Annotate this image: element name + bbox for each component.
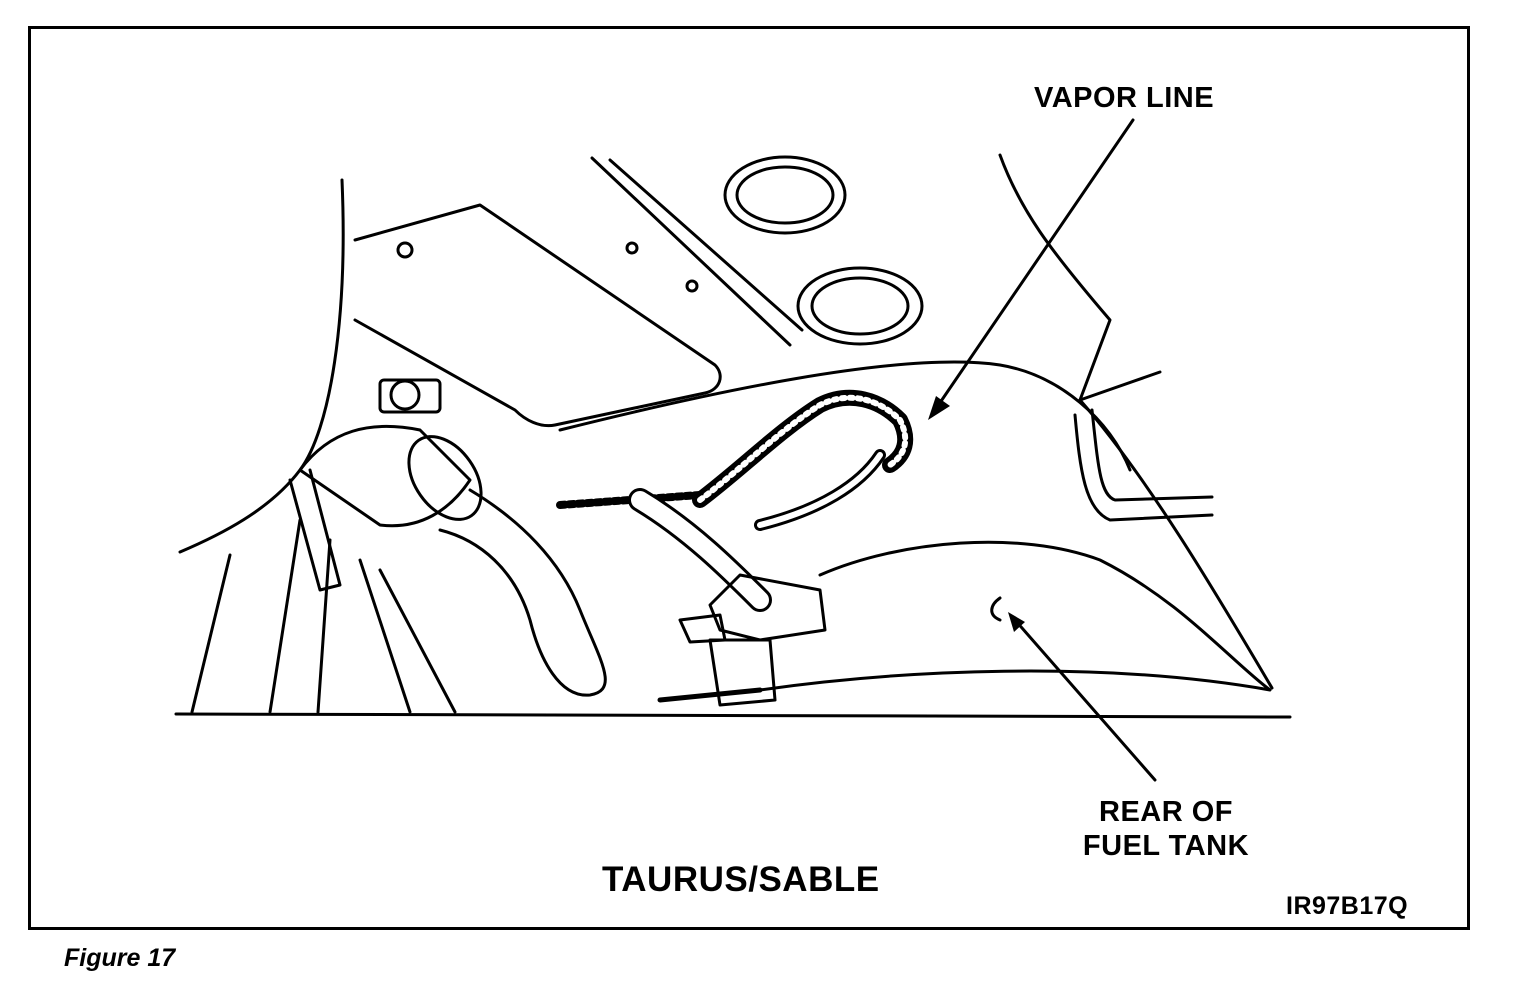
- grommet-outer-2: [796, 266, 924, 346]
- fuel-tank-bottom: [758, 540, 1272, 692]
- vapor-line-hose: [692, 389, 914, 508]
- tank-leader: [1013, 618, 1157, 782]
- floor-plate: [353, 203, 722, 428]
- filler-neck: [298, 424, 472, 528]
- body-panel-right: [998, 153, 1112, 402]
- body-panel-left: [178, 178, 345, 554]
- valve-fitting: [678, 613, 727, 644]
- panel-strut-5: [378, 568, 457, 714]
- bracket-line: [1078, 370, 1162, 402]
- rear-label-line-2: FUEL TANK: [1082, 830, 1250, 862]
- side-tube: [1073, 408, 1214, 522]
- vapor-line-ribs: [697, 394, 909, 503]
- vapor-line-leader: [933, 118, 1135, 412]
- lower-hose-inner: [631, 491, 769, 609]
- plate-hole-2: [625, 241, 639, 255]
- figure-caption: Figure 17: [64, 944, 176, 972]
- figure-code: IR97B17Q: [1286, 892, 1409, 920]
- rear-label-line-1: REAR OF: [1099, 796, 1233, 828]
- grommet-outer-1: [723, 155, 847, 235]
- vapor-line-tail: [754, 449, 886, 531]
- figure-frame: [28, 26, 1470, 930]
- plate-hole-3: [685, 279, 699, 293]
- vapor-line-tail-inner: [757, 452, 883, 528]
- panel-strut-4: [358, 558, 412, 714]
- panel-strut-2: [268, 518, 302, 714]
- rear-of-fuel-tank-label: REAR OF FUEL TANK: [1060, 795, 1272, 863]
- vapor-line-label: VAPOR LINE: [1034, 82, 1215, 114]
- sender-line: [657, 687, 763, 703]
- tank-top-edge: [558, 360, 1132, 472]
- grommet-inner-1: [735, 165, 835, 225]
- bracket-bolt: [389, 379, 421, 411]
- channel-line-2: [608, 158, 804, 332]
- ground-line: [174, 712, 1292, 719]
- plate-hole-1: [396, 241, 414, 259]
- tank-rear-edge: [1078, 398, 1274, 690]
- channel-line-1: [590, 156, 792, 347]
- panel-strut-1: [190, 553, 232, 714]
- filler-bracket: [288, 468, 342, 592]
- bracket-plate: [378, 378, 442, 414]
- model-label: TAURUS/SABLE: [602, 860, 880, 899]
- valve-base: [708, 638, 777, 707]
- tank-arrowhead: [1008, 612, 1025, 632]
- tank-hook-mark: [990, 596, 1002, 622]
- filler-hose: [438, 488, 607, 697]
- filler-neck-clamp: [407, 435, 483, 521]
- grommet-inner-2: [810, 276, 910, 336]
- vapor-line-arrowhead: [928, 396, 950, 420]
- panel-strut-3: [316, 538, 332, 714]
